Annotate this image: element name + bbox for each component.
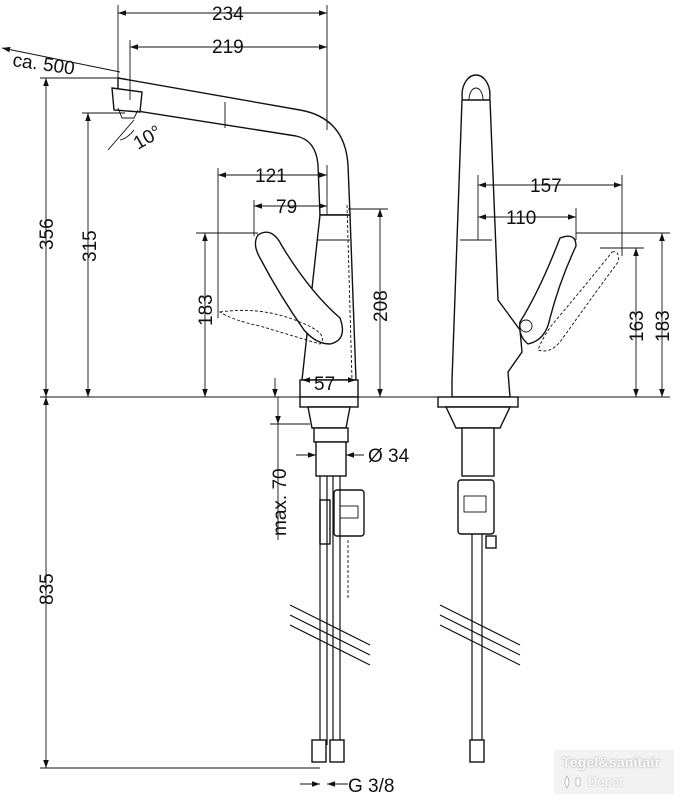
front-view: 234 219 ca. 500 10° 356 315 121 79 208	[1, 4, 670, 797]
dim-157: 157	[530, 176, 562, 197]
side-hose-end	[469, 739, 485, 763]
side-weight-window	[463, 495, 487, 513]
dim-219: 219	[212, 37, 244, 58]
side-mount-plate	[444, 406, 512, 429]
dim-line-pullout	[1, 46, 121, 73]
dim-183-front: 183	[196, 294, 217, 326]
side-break-3	[439, 624, 521, 666]
shank	[315, 441, 347, 477]
side-hose-weight	[457, 479, 495, 535]
mount-plate	[307, 406, 351, 429]
hose-end-left	[311, 739, 327, 763]
lever-handle	[254, 231, 344, 345]
hose-weight	[333, 489, 365, 537]
side-clip	[485, 535, 497, 549]
dim-163: 163	[627, 310, 648, 342]
dim-79: 79	[276, 197, 297, 218]
ghost-outline	[346, 204, 353, 381]
dim-121: 121	[255, 166, 287, 187]
angle-line	[107, 119, 135, 151]
side-shank	[461, 427, 495, 477]
nut	[313, 427, 349, 443]
ghost-lever	[218, 309, 323, 345]
dim-shank-max: max. 70	[270, 468, 291, 536]
dim-thread: G 3/8	[348, 776, 394, 797]
side-lever	[518, 235, 577, 345]
base-ring	[299, 396, 359, 408]
break-mark-2	[289, 614, 371, 656]
watermark: Tegel&sanitair Depot	[554, 750, 674, 794]
dim-diameter: Ø 34	[368, 446, 410, 467]
dim-234: 234	[212, 4, 244, 25]
watermark-subtitle: Depot	[588, 774, 623, 789]
dim-183-side: 183	[653, 310, 674, 342]
dim-pullout: ca. 500	[11, 50, 76, 79]
dim-835: 835	[37, 573, 58, 605]
dim-57: 57	[314, 374, 335, 395]
dim-angle: 10°	[130, 122, 165, 155]
break-mark-3	[289, 624, 371, 666]
angle-arc	[119, 129, 135, 141]
dim-315: 315	[80, 230, 101, 262]
side-ghost-lever	[537, 251, 619, 352]
break-mark-1	[289, 604, 371, 646]
dim-110: 110	[506, 208, 536, 229]
side-body	[451, 99, 523, 398]
dim-356: 356	[37, 218, 58, 250]
watermark-title: Tegel&sanitair	[562, 754, 661, 770]
lever-pivot	[519, 319, 533, 333]
side-break-1	[439, 604, 521, 646]
side-view: 157 110 163 183	[437, 74, 674, 763]
spray-head	[111, 87, 143, 113]
side-base-ring	[437, 396, 519, 408]
droplet-icon	[564, 775, 581, 789]
hose-fitting	[319, 499, 331, 545]
side-break-2	[439, 614, 521, 656]
hose-end-right	[329, 739, 345, 763]
dim-208: 208	[371, 290, 392, 322]
